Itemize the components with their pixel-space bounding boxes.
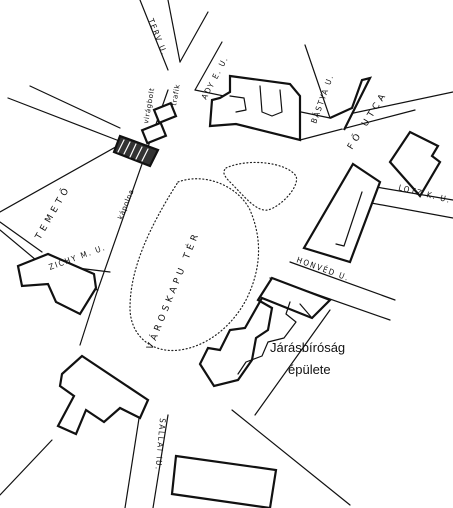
label-terv-street: TERV U. [146, 16, 170, 57]
terv-street-left-edge [139, 0, 169, 71]
annotation-courthouse: Járásbíróság épülete [270, 340, 345, 377]
ady-street-left-edge [179, 11, 209, 63]
park-small-triangle [223, 161, 298, 211]
bastya-street-edge [304, 44, 331, 119]
upper-left-road [29, 85, 121, 129]
label-kapolna: kápolna [116, 188, 135, 221]
label-trafik: trafik [170, 83, 182, 106]
building-zichy-corner [16, 252, 98, 316]
park-large [129, 178, 260, 352]
building-east-inner [335, 191, 363, 247]
se-property-line [254, 309, 331, 416]
sallai-street-left [124, 411, 141, 508]
temeto-inner-line [0, 229, 37, 261]
park-outlines [129, 161, 298, 352]
lotz-street-upper [369, 185, 453, 201]
building-kapolna [112, 134, 160, 168]
label-viragbolt: virágbolt [142, 87, 156, 124]
ady-street-right-edge [194, 41, 223, 91]
building-viragbolt [140, 121, 168, 145]
building-bastya-corner [329, 76, 373, 131]
buildings [16, 74, 442, 508]
building-fo-utca-east [388, 130, 442, 198]
label-varoskapu-ter: VÁROSKAPU TÉR [144, 229, 203, 351]
annotation-line-1: Járásbíróság [270, 340, 345, 355]
honved-street-upper [289, 261, 396, 301]
building-ady-inner [229, 95, 247, 113]
bottom-right-road [231, 409, 351, 506]
fo-utca-lower-edge [299, 109, 416, 141]
annotation-line-2: épülete [288, 362, 331, 377]
square-west-edge-lower [79, 294, 97, 346]
label-temeto: TEMETŐ [33, 183, 74, 242]
building-ady-inner-2 [259, 85, 283, 117]
building-jarasbirosag [198, 276, 332, 388]
label-sallai-street: SALLAI IU. [153, 418, 167, 471]
label-fo-utca: FŐ UTCA [345, 89, 390, 152]
building-bottom [170, 454, 278, 508]
building-jarasbirosag-inner [237, 301, 297, 375]
left-road-to-square [7, 97, 123, 143]
terv-street-right-edge [167, 0, 181, 63]
building-ady-block [208, 74, 302, 142]
building-bottom-left [56, 354, 150, 436]
bottom-left-road [0, 439, 53, 496]
building-east-large [302, 162, 382, 264]
sallai-street-right [152, 414, 169, 508]
building-trafik [152, 101, 178, 125]
temeto-inner-line-2 [0, 221, 43, 253]
building-jarasbirosag-inner-2 [299, 303, 313, 319]
temeto-boundary [0, 139, 129, 213]
